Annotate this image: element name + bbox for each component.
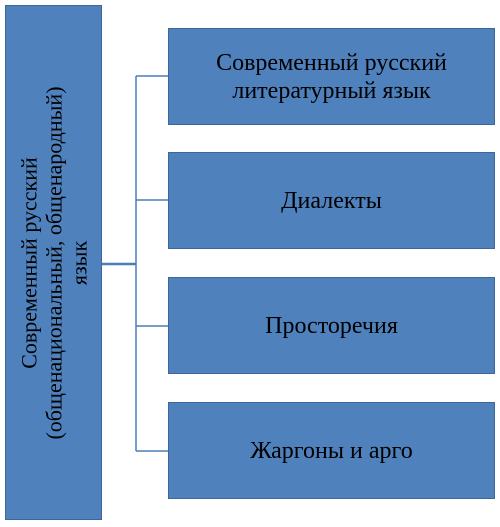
node-vernacular: Просторечия [168, 277, 495, 374]
node-dialects: Диалекты [168, 152, 495, 249]
root-label-line-1: Современный русский [16, 156, 41, 369]
node-jargon-argot: Жаргоны и арго [168, 402, 495, 499]
root-label-line-2: (общенациональный, общенародный) [41, 85, 66, 440]
root-node-label: Современный русский (общенациональный, о… [16, 10, 91, 515]
root-label-line-3: язык [66, 240, 91, 285]
node-literary-language: Современный русский литературный язык [168, 28, 495, 125]
root-node-box: Современный русский (общенациональный, о… [5, 5, 102, 520]
